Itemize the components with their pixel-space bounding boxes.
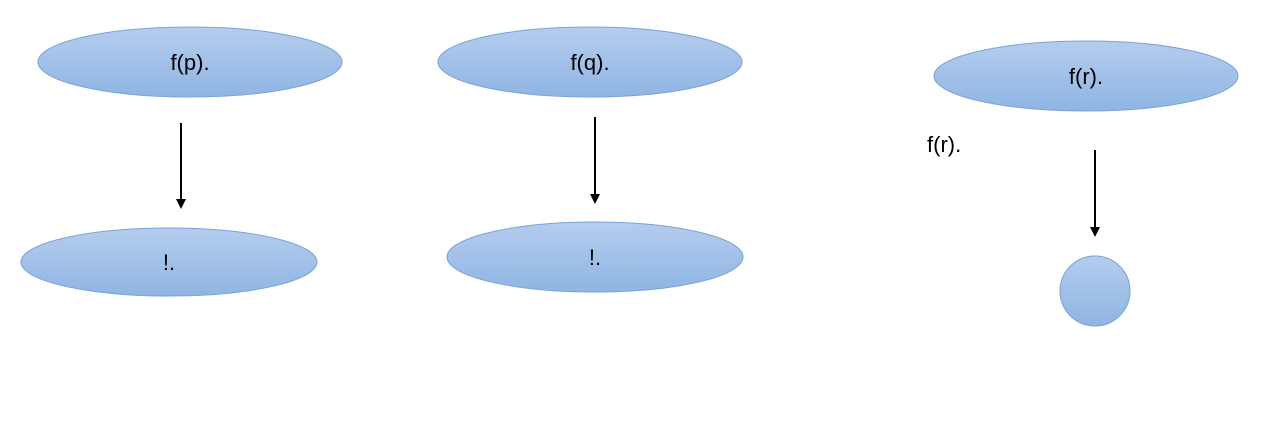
- node-bang-q[interactable]: !.: [446, 221, 744, 293]
- arrowhead-icon: [590, 194, 600, 204]
- node-fq[interactable]: f(q).: [437, 26, 743, 98]
- node-bang-p-label: !.: [163, 250, 175, 275]
- arrow-fp-to-bang-p: [176, 123, 186, 209]
- node-fr-label: f(r).: [1069, 64, 1103, 89]
- fr-side-text: f(r).: [927, 132, 961, 157]
- node-bang-p[interactable]: !.: [20, 227, 318, 297]
- node-fq-label: f(q).: [570, 50, 609, 75]
- arrowhead-icon: [1090, 227, 1100, 237]
- arrow-fq-to-bang-q: [590, 117, 600, 204]
- node-fp-label: f(p).: [170, 50, 209, 75]
- node-fr[interactable]: f(r).: [933, 40, 1239, 112]
- arrowhead-icon: [176, 199, 186, 209]
- node-empty-r[interactable]: [1059, 255, 1131, 327]
- arrow-fr-to-empty: [1090, 150, 1100, 237]
- node-fp[interactable]: f(p).: [37, 26, 343, 98]
- node-bang-q-label: !.: [589, 245, 601, 270]
